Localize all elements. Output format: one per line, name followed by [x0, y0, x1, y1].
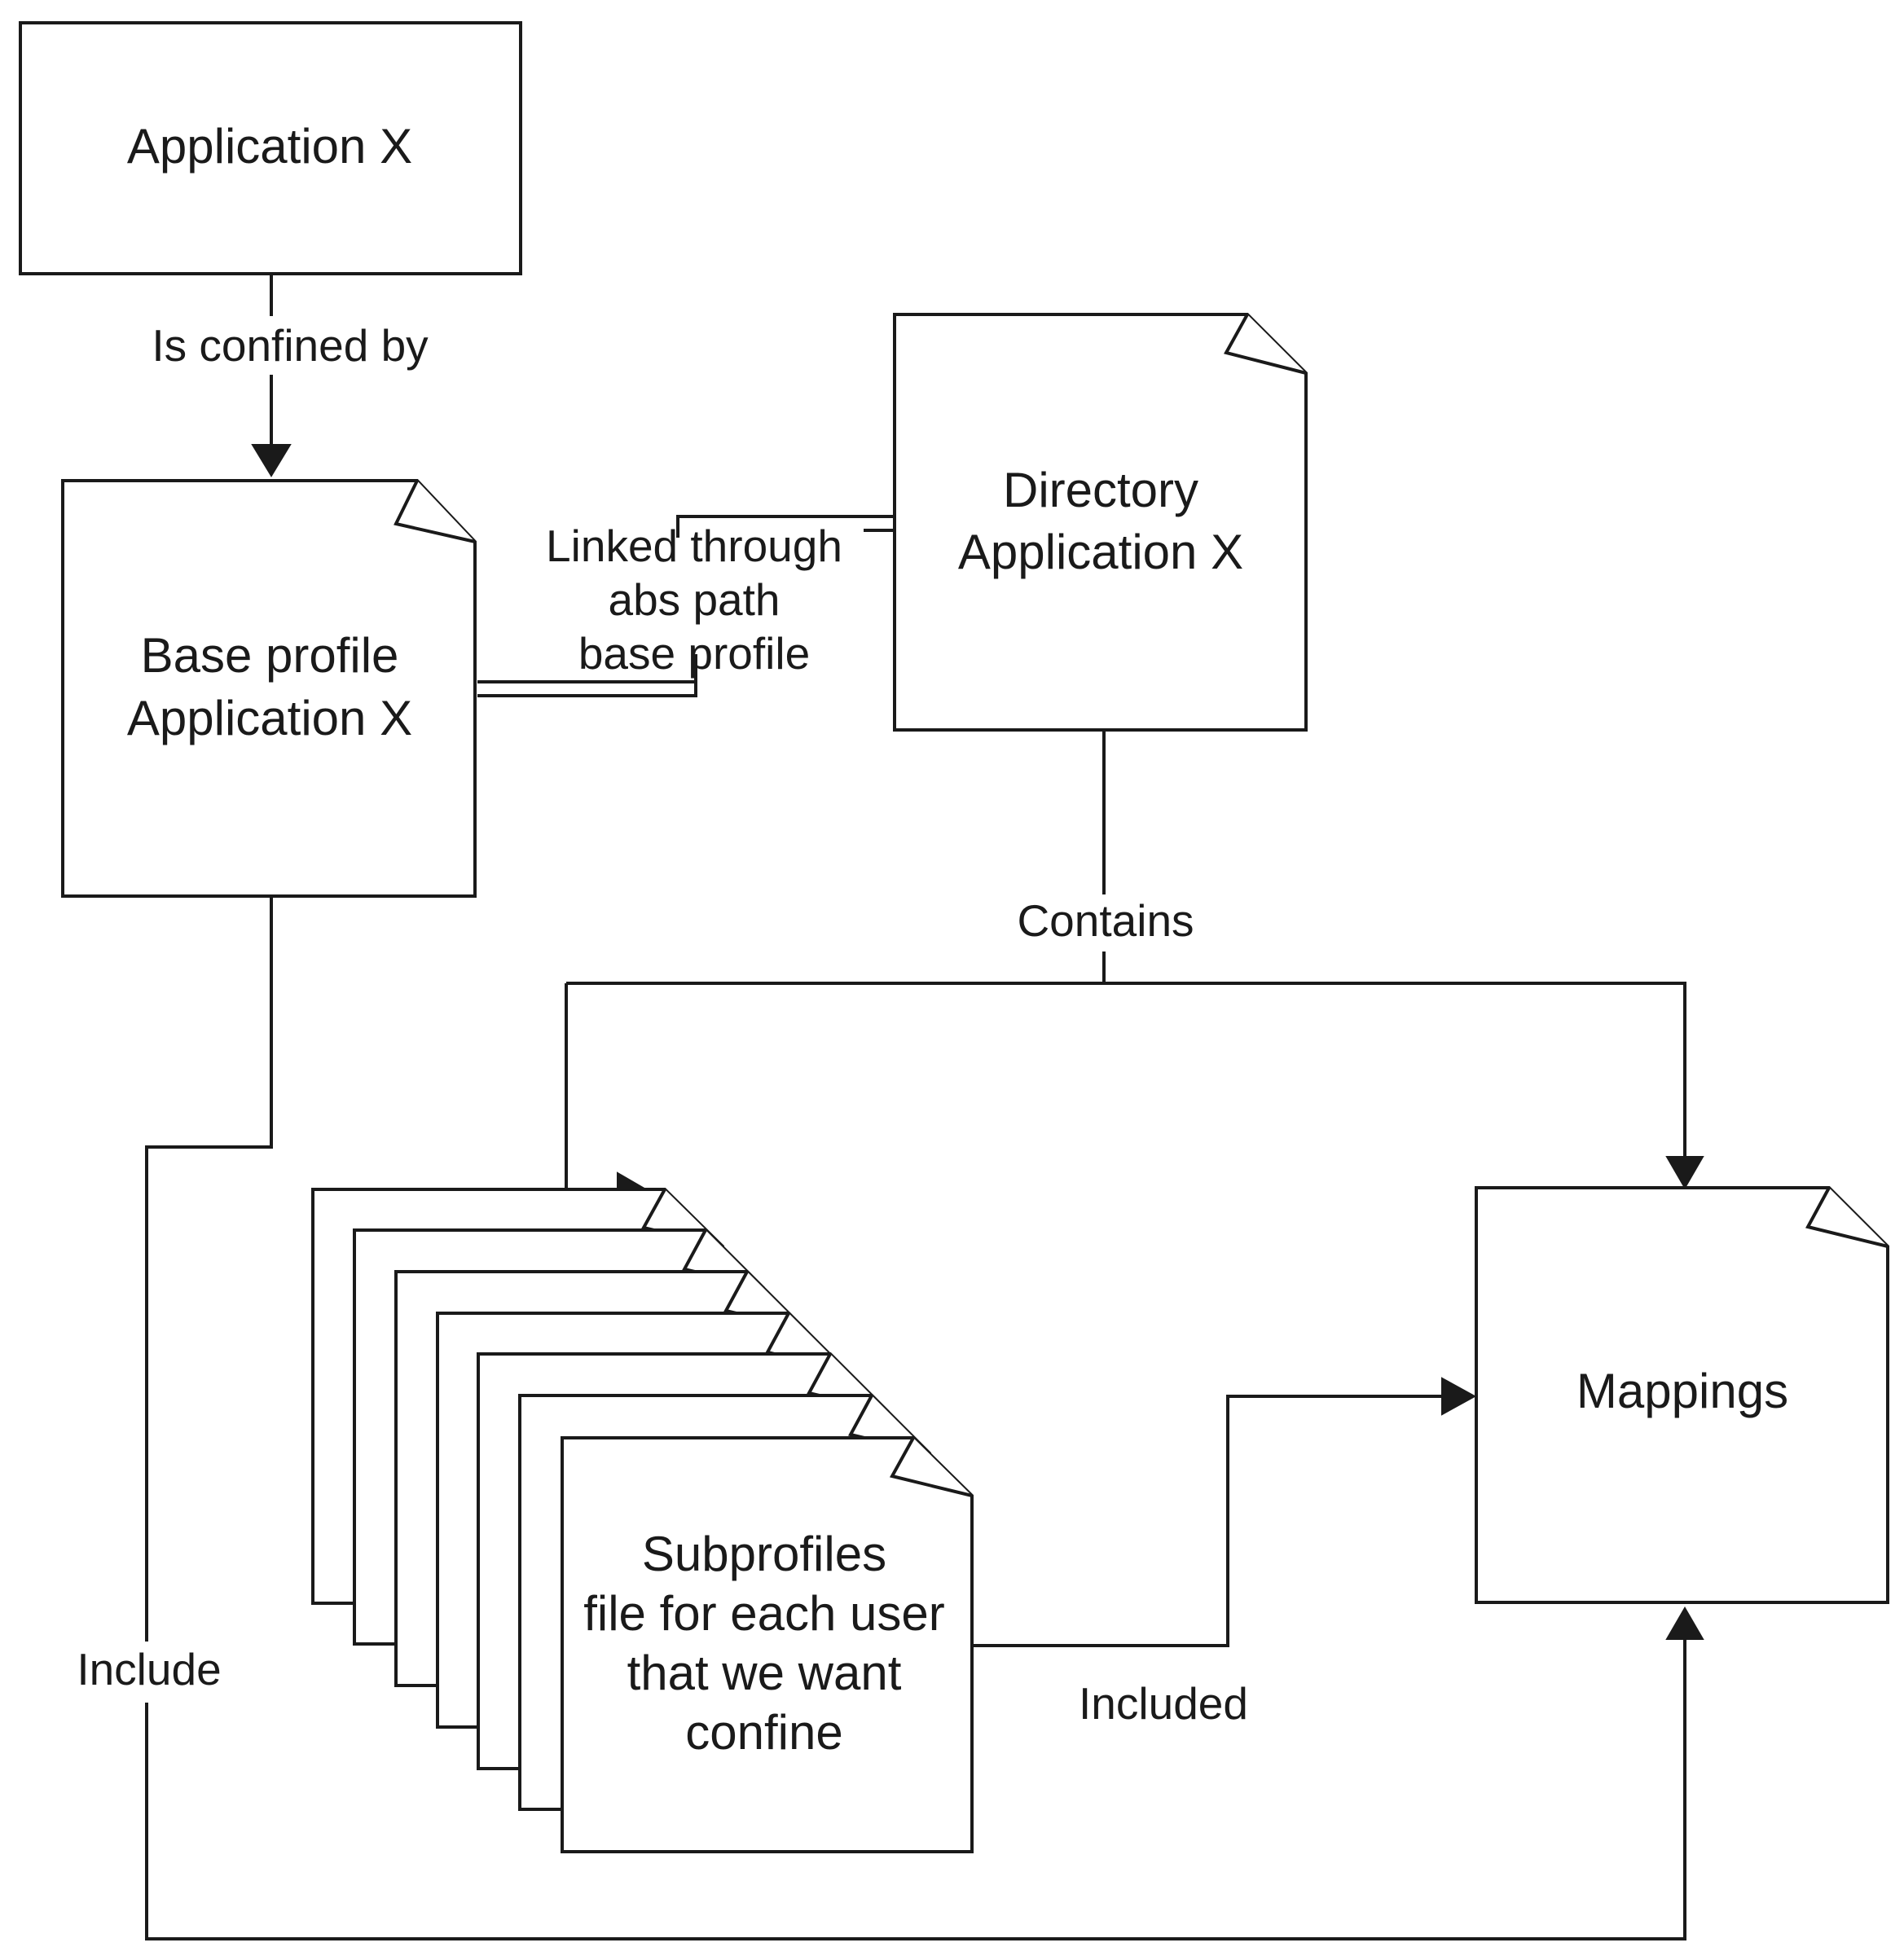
- edge-label-confined-by-line: Is confined by: [152, 320, 429, 371]
- edge-label-contains-line: Contains: [1017, 895, 1194, 946]
- edge-label-include: Include: [77, 1644, 221, 1694]
- folded-corner-icon: [394, 480, 476, 543]
- node-label-base-profile-line: Base profile: [141, 628, 399, 683]
- arrowhead-icon: [1441, 1377, 1477, 1416]
- arrowhead-icon: [251, 444, 292, 477]
- edge-contains: [565, 732, 1704, 1211]
- stacked-page: [561, 1436, 974, 1853]
- node-label-application-x: Application X: [127, 119, 412, 174]
- node-subprofiles-stack[interactable]: [311, 1188, 974, 1853]
- node-label-base-profile-line: Application X: [127, 691, 412, 745]
- node-label-subprofiles-line: Subprofiles: [642, 1527, 886, 1581]
- edge-linked-through: [477, 515, 895, 697]
- edge-confined-by: [251, 275, 292, 477]
- edge-label-confined-by: Is confined by: [152, 320, 429, 371]
- folded-corner-icon: [889, 1437, 973, 1497]
- node-label-application-x-line: Application X: [127, 119, 412, 174]
- node-label-mappings-line: Mappings: [1576, 1364, 1788, 1418]
- node-directory[interactable]: [893, 313, 1308, 732]
- edge-label-linked-line: base profile: [578, 628, 810, 679]
- folded-corner-icon: [1805, 1187, 1889, 1248]
- node-base-profile[interactable]: [61, 479, 477, 898]
- edge-label-contains: Contains: [1017, 895, 1194, 946]
- node-label-mappings: Mappings: [1576, 1364, 1788, 1418]
- node-mappings[interactable]: [1475, 1186, 1889, 1604]
- node-application-x[interactable]: [19, 21, 522, 275]
- node-label-subprofiles-line: that we want: [627, 1646, 902, 1700]
- node-label-subprofiles-line: confine: [685, 1705, 842, 1760]
- edge-included: [974, 1377, 1477, 1647]
- edge-label-included-line: Included: [1079, 1678, 1248, 1729]
- arrowhead-icon: [1665, 1156, 1704, 1189]
- edge-label-include-line: Include: [77, 1644, 221, 1694]
- node-label-subprofiles-line: file for each user: [583, 1586, 945, 1641]
- node-label-directory-line: Application X: [958, 525, 1243, 579]
- edge-label-linked-line: Linked through: [546, 521, 842, 571]
- edge-label-linked-line: abs path: [608, 574, 780, 625]
- folded-corner-icon: [1223, 314, 1307, 375]
- edge-label-included: Included: [1079, 1678, 1248, 1729]
- edge-include: [145, 897, 1704, 1940]
- arrowhead-icon: [1665, 1606, 1704, 1640]
- node-label-directory-line: Directory: [1003, 463, 1198, 517]
